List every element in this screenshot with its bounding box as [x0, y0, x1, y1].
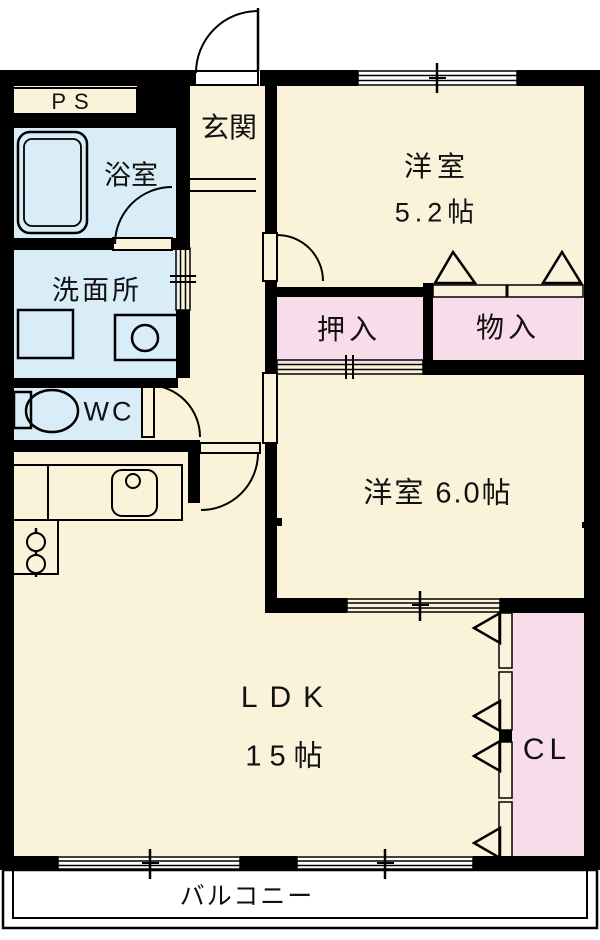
western52-label: 洋室: [403, 151, 471, 182]
cl-triangle-4: [471, 825, 502, 861]
western52-door: [262, 232, 324, 282]
wc-label: WC: [83, 396, 135, 427]
balcony-inner-border: [12, 870, 588, 919]
ldk-door: [199, 442, 261, 511]
toilet: [12, 388, 80, 434]
oshiire-floor: [277, 297, 423, 363]
monoire-label: 物入: [475, 312, 541, 343]
cl-triangle-1: [471, 610, 502, 646]
cl-label: CL: [522, 733, 572, 766]
washroom-label: 洗面所: [52, 275, 142, 306]
folding-door-monoire: [432, 284, 584, 298]
genkan-label: 玄関: [200, 112, 258, 143]
window-ldk-left: [57, 849, 241, 879]
walls: [0, 70, 600, 870]
balcony-outline: [1, 868, 599, 930]
cl-triangle-3: [471, 738, 502, 774]
monoire-floor: [433, 297, 583, 363]
ldk-size: 15帖: [245, 740, 331, 773]
balcony-label: バルコニー: [179, 882, 315, 911]
ldk-label: LDK: [240, 681, 336, 714]
western60-label: 洋室 6.0帖: [363, 477, 513, 510]
entrance-door: [194, 8, 260, 86]
oshiire-label: 押入: [316, 314, 382, 345]
doors: [112, 8, 324, 511]
bathtub: [16, 130, 89, 235]
monoire-triangle-left: [432, 249, 478, 285]
closet-door-triangles: [432, 249, 584, 861]
western60-doorway: [262, 372, 278, 444]
monoire-triangle-right: [540, 249, 584, 285]
sliding-door-washroom: [170, 247, 196, 311]
window-top: [357, 63, 518, 93]
kitchen-sink: [111, 469, 158, 517]
western52-size: 5.2帖: [394, 197, 480, 228]
cl-floor: [512, 613, 584, 856]
sliding-door-western60: [346, 591, 501, 621]
bathroom-door: [112, 186, 173, 251]
balcony-outer-border: [1, 868, 599, 930]
ps-label: PS: [51, 89, 97, 114]
windows: [57, 63, 584, 879]
washbasin: [113, 313, 180, 362]
genkan-step: [190, 178, 256, 192]
floor-areas: [14, 86, 584, 856]
bathroom-floor: [14, 127, 178, 238]
bathroom-label: 浴室: [104, 160, 158, 191]
ps-box: [11, 87, 138, 115]
window-ldk-right: [296, 849, 474, 879]
fixtures: [12, 130, 183, 577]
sliding-door-oshiire: [276, 355, 424, 379]
kitchen-counter: [12, 464, 183, 521]
cl-folding-door: [498, 612, 513, 859]
faucet: [125, 473, 141, 489]
wc-door: [141, 384, 201, 438]
stove: [12, 519, 59, 577]
washing-machine-space: [16, 308, 75, 360]
cl-triangle-2: [471, 698, 502, 734]
